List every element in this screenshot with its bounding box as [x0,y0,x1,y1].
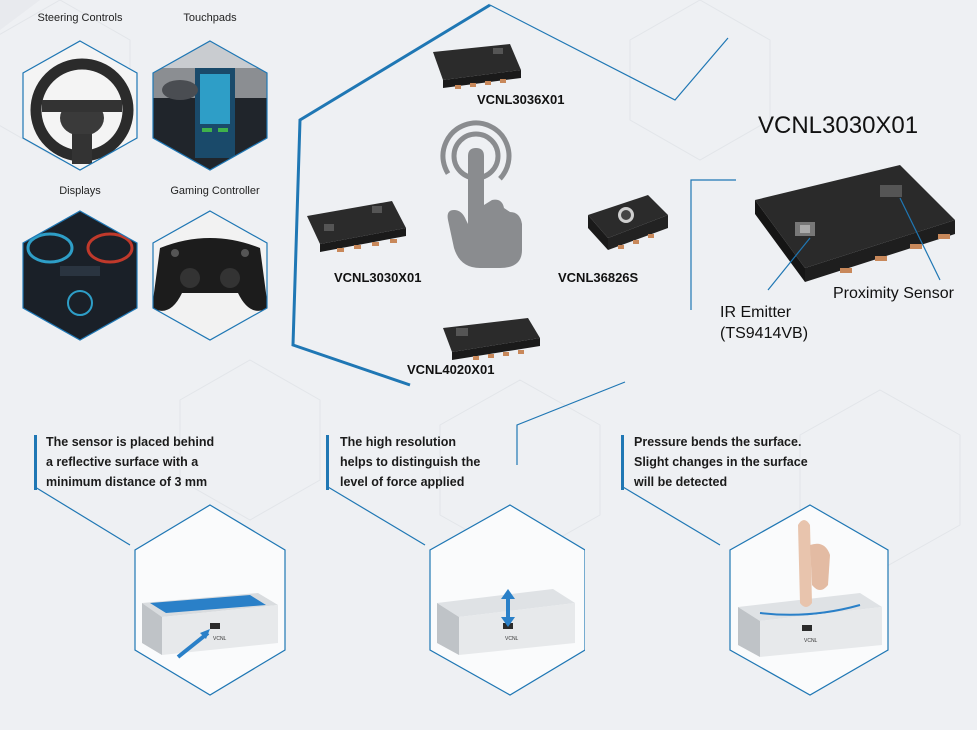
step2-chip-text: VCNL [505,636,519,642]
step1-caption: The sensor is placed behind a reflective… [46,432,214,492]
label-displays: Displays [59,185,101,197]
displays-image [22,210,138,341]
detail-title: VCNL3030X01 [758,112,919,139]
connector-line [516,381,626,465]
sensor-family-hexagon [291,3,729,387]
step3-caption: Pressure bends the surface. Slight chang… [634,432,808,492]
step2-line3: level of force applied [340,475,465,489]
step1-line1: The sensor is placed behind [46,435,215,449]
label-gaming-controller: Gaming Controller [170,185,260,197]
step3-line2: Slight changes in the surface [634,455,808,469]
label-steering-controls: Steering Controls [37,12,123,24]
ir-emitter-part: (TS9414VB) [720,325,809,342]
part-label-vcnl3030x01: VCNL3030X01 [334,270,422,285]
label-touchpads: Touchpads [183,12,237,24]
step3-hexagon: VCNL [622,486,889,696]
gaming-controller-image [152,210,268,341]
chip-vcnl3036x01-image [433,44,521,89]
step3-line1: Pressure bends the surface. [634,435,802,449]
step1-accent-bar [34,435,37,490]
chip-vcnl3030x01-image [307,201,406,252]
touch-hand-icon [440,120,522,268]
step3-accent-bar [621,435,624,490]
step2-accent-bar [326,435,329,490]
chip-vcnl4020x01-image [443,318,540,360]
proximity-sensor-label: Proximity Sensor [833,285,954,302]
step2-hexagon: VCNL [327,486,585,696]
step1-line3: minimum distance of 3 mm [46,475,208,489]
step3-chip-text: VCNL [804,638,818,644]
detail-hex-lines [690,179,736,310]
part-label-vcnl36826s: VCNL36826S [558,270,639,285]
step2-line1: The high resolution [340,435,456,449]
step1-chip-text: VCNL [213,636,227,642]
step1-line2: a reflective surface with a [46,455,199,469]
step2-line2: helps to distinguish the [340,455,481,469]
step3-line3: will be detected [634,475,728,489]
ir-emitter-label: IR Emitter [720,304,792,321]
step1-hexagon: VCNL [34,486,286,696]
chip-vcnl3030x01-detail-image [755,165,955,291]
touchpad-car-image [152,40,268,171]
step2-caption: The high resolution helps to distinguish… [340,432,480,492]
part-label-vcnl3036x01: VCNL3036X01 [477,92,565,107]
part-label-vcnl4020x01: VCNL4020X01 [407,362,495,377]
steering-wheel-image [22,40,138,171]
chip-vcnl36826s-image [588,195,668,250]
